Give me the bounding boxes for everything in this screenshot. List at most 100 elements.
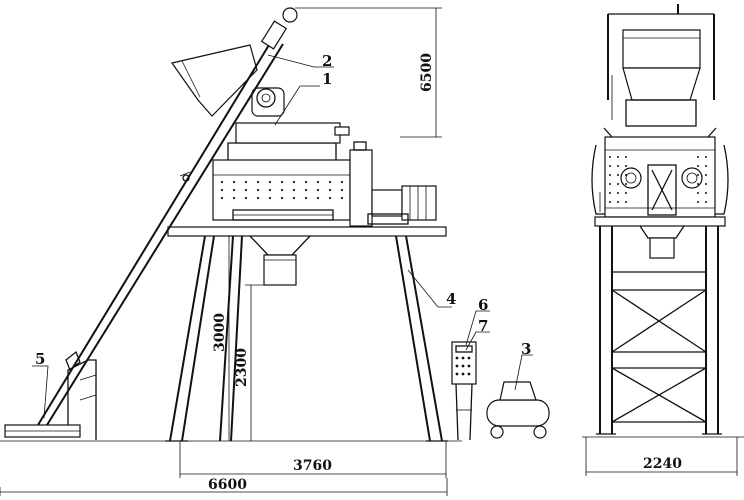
rivet-dot bbox=[220, 196, 224, 200]
rivet-dot bbox=[697, 156, 699, 158]
callout-leaders bbox=[32, 54, 533, 419]
rivet-dot bbox=[256, 188, 260, 192]
rivet-dot bbox=[617, 201, 619, 203]
rivet-dot bbox=[316, 180, 320, 184]
rivet-dot bbox=[625, 165, 627, 167]
dim-overall-width: 2240 bbox=[643, 456, 682, 472]
rivet-dot bbox=[697, 174, 699, 176]
rivet-dot bbox=[455, 372, 459, 376]
rivet-dot bbox=[609, 174, 611, 176]
callout-1: 1 bbox=[322, 70, 332, 88]
rivet-dot bbox=[697, 165, 699, 167]
rivet-dot bbox=[268, 196, 272, 200]
rivet-dot bbox=[256, 196, 260, 200]
dimension-lines bbox=[0, 7, 448, 496]
rivet-dot bbox=[220, 180, 224, 184]
skip-base bbox=[4, 359, 97, 440]
rivet-dot bbox=[461, 356, 465, 360]
rivet-dot bbox=[280, 180, 284, 184]
rivet-dot bbox=[292, 196, 296, 200]
support-frame bbox=[165, 235, 448, 442]
dim-overall-height: 6500 bbox=[419, 53, 435, 92]
callout-3: 3 bbox=[521, 340, 531, 358]
rivet-dot bbox=[625, 156, 627, 158]
rivet-dot bbox=[609, 156, 611, 158]
rivet-dot bbox=[609, 183, 611, 185]
rivet-dot bbox=[340, 180, 344, 184]
rivet-dot bbox=[280, 188, 284, 192]
callout-5: 5 bbox=[35, 350, 45, 368]
rivet-dot bbox=[244, 188, 248, 192]
dim-leg-span: 3760 bbox=[293, 458, 332, 474]
end-view-rivets bbox=[609, 156, 707, 203]
rivet-dot bbox=[697, 183, 699, 185]
rivet-dot bbox=[697, 192, 699, 194]
dim-frame-height: 3000 bbox=[212, 313, 228, 352]
rivet-dot bbox=[467, 356, 471, 360]
end-elevation-view: 2240 bbox=[582, 4, 744, 476]
callout-2: 2 bbox=[322, 52, 332, 70]
side-elevation-view: 1 2 3 4 5 6 7 6500 3000 2300 3760 6600 bbox=[0, 7, 550, 496]
rivet-dot bbox=[461, 372, 465, 376]
drum-rivets bbox=[220, 180, 344, 200]
rivet-dot bbox=[625, 183, 627, 185]
rivet-dot bbox=[304, 188, 308, 192]
mixer-drum bbox=[212, 122, 373, 227]
dim-discharge-height: 2300 bbox=[234, 348, 250, 387]
rivet-dot bbox=[609, 201, 611, 203]
rivet-dot bbox=[617, 174, 619, 176]
rivet-dot bbox=[609, 165, 611, 167]
rivet-dot bbox=[292, 188, 296, 192]
rivet-dot bbox=[705, 165, 707, 167]
rivet-dot bbox=[467, 364, 471, 368]
rivet-dot bbox=[617, 165, 619, 167]
rivet-dot bbox=[340, 196, 344, 200]
rivet-dot bbox=[292, 180, 296, 184]
rivet-dot bbox=[328, 196, 332, 200]
rivet-dot bbox=[455, 356, 459, 360]
rivet-dot bbox=[705, 192, 707, 194]
rivet-dot bbox=[220, 188, 224, 192]
rivet-dot bbox=[256, 180, 260, 184]
rivet-dot bbox=[697, 201, 699, 203]
rivet-dot bbox=[328, 188, 332, 192]
rivet-dot bbox=[244, 196, 248, 200]
rivet-dot bbox=[268, 180, 272, 184]
feed-hopper bbox=[170, 44, 285, 117]
rivet-dot bbox=[617, 183, 619, 185]
discharge-hopper bbox=[249, 235, 311, 286]
rivet-dot bbox=[455, 364, 459, 368]
rivet-dot bbox=[617, 192, 619, 194]
cabinet-buttons bbox=[455, 356, 471, 376]
rivet-dot bbox=[340, 188, 344, 192]
rivet-dot bbox=[625, 192, 627, 194]
rivet-dot bbox=[304, 196, 308, 200]
rivet-dot bbox=[232, 196, 236, 200]
rivet-dot bbox=[316, 188, 320, 192]
rivet-dot bbox=[232, 180, 236, 184]
callout-4: 4 bbox=[446, 290, 456, 308]
rivet-dot bbox=[705, 201, 707, 203]
rivet-dot bbox=[705, 156, 707, 158]
rivet-dot bbox=[316, 196, 320, 200]
rivet-dot bbox=[625, 174, 627, 176]
callout-6: 6 bbox=[478, 296, 488, 314]
rivet-dot bbox=[244, 180, 248, 184]
rivet-dot bbox=[461, 364, 465, 368]
rivet-dot bbox=[232, 188, 236, 192]
rivet-dot bbox=[617, 156, 619, 158]
rivet-dot bbox=[280, 196, 284, 200]
dim-overall-length: 6600 bbox=[208, 477, 247, 493]
rivet-dot bbox=[268, 188, 272, 192]
rivet-dot bbox=[705, 174, 707, 176]
rivet-dot bbox=[609, 192, 611, 194]
rivet-dot bbox=[625, 201, 627, 203]
rivet-dot bbox=[705, 183, 707, 185]
rivet-dot bbox=[304, 180, 308, 184]
callout-7: 7 bbox=[478, 317, 488, 335]
rivet-dot bbox=[467, 372, 471, 376]
air-compressor bbox=[486, 381, 550, 439]
platform-beam bbox=[167, 226, 447, 237]
rivet-dot bbox=[328, 180, 332, 184]
